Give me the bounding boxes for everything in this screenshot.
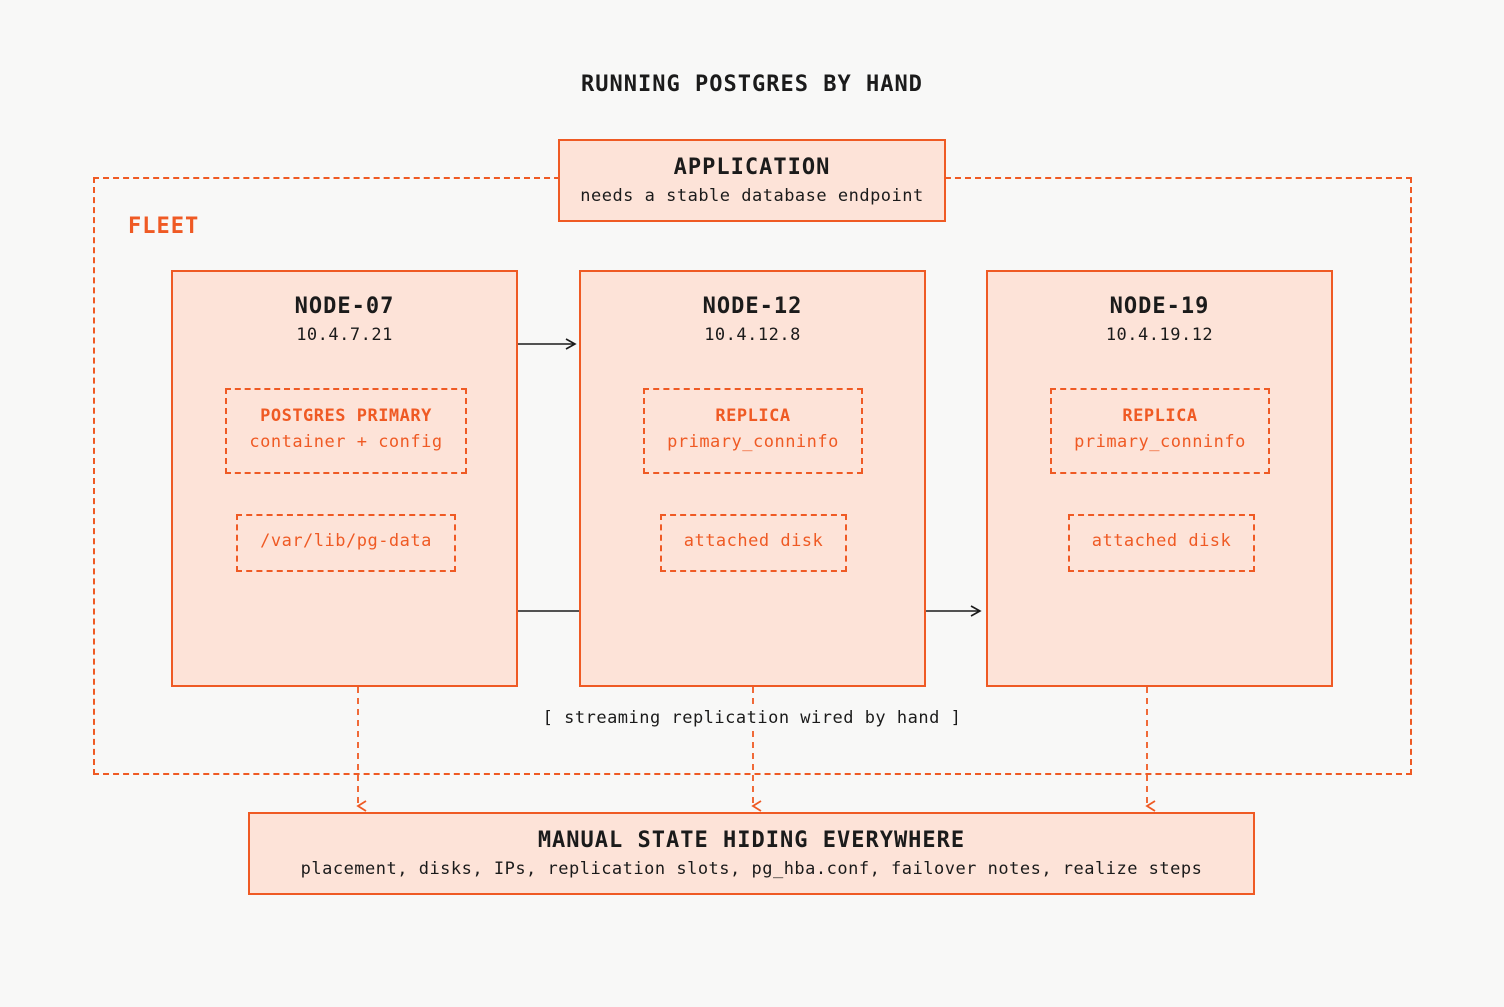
node-19-role-detail: primary_conninfo <box>1074 432 1246 452</box>
node-07-box: NODE-07 10.4.7.21 POSTGRES PRIMARY conta… <box>171 270 518 687</box>
node-07-storage: /var/lib/pg-data <box>236 514 456 572</box>
fleet-label: FLEET <box>128 214 200 239</box>
node-19-name: NODE-19 <box>1109 294 1210 319</box>
replication-caption-text: [ streaming replication wired by hand ] <box>538 708 966 728</box>
node-12-box: NODE-12 10.4.12.8 REPLICA primary_connin… <box>579 270 926 687</box>
manual-state-title: MANUAL STATE HIDING EVERYWHERE <box>537 828 966 853</box>
replication-caption: [ streaming replication wired by hand ] <box>0 708 1504 728</box>
application-title: APPLICATION <box>673 155 831 180</box>
node-19-storage: attached disk <box>1068 514 1255 572</box>
node-12-role: REPLICA <box>715 406 791 426</box>
application-box: APPLICATION needs a stable database endp… <box>558 139 946 222</box>
node-12-storage: attached disk <box>660 514 847 572</box>
node-07-storage-label: /var/lib/pg-data <box>260 531 432 551</box>
node-19-box: NODE-19 10.4.19.12 REPLICA primary_conni… <box>986 270 1333 687</box>
manual-state-box: MANUAL STATE HIDING EVERYWHERE placement… <box>248 812 1255 895</box>
node-07-role: POSTGRES PRIMARY <box>260 406 432 426</box>
node-19-role: REPLICA <box>1122 406 1198 426</box>
manual-state-subtitle: placement, disks, IPs, replication slots… <box>300 859 1203 879</box>
node-07-ip: 10.4.7.21 <box>296 325 393 345</box>
node-07-postgres-primary: POSTGRES PRIMARY container + config <box>225 388 467 474</box>
node-19-replica: REPLICA primary_conninfo <box>1050 388 1270 474</box>
node-12-name: NODE-12 <box>702 294 803 319</box>
node-19-ip: 10.4.19.12 <box>1105 325 1214 345</box>
node-12-replica: REPLICA primary_conninfo <box>643 388 863 474</box>
node-07-name: NODE-07 <box>294 294 395 319</box>
node-12-ip: 10.4.12.8 <box>704 325 801 345</box>
node-07-role-detail: container + config <box>249 432 443 452</box>
node-19-storage-label: attached disk <box>1091 531 1232 551</box>
node-12-role-detail: primary_conninfo <box>667 432 839 452</box>
diagram-title: RUNNING POSTGRES BY HAND <box>581 72 923 97</box>
node-12-storage-label: attached disk <box>683 531 824 551</box>
application-subtitle: needs a stable database endpoint <box>580 186 924 206</box>
